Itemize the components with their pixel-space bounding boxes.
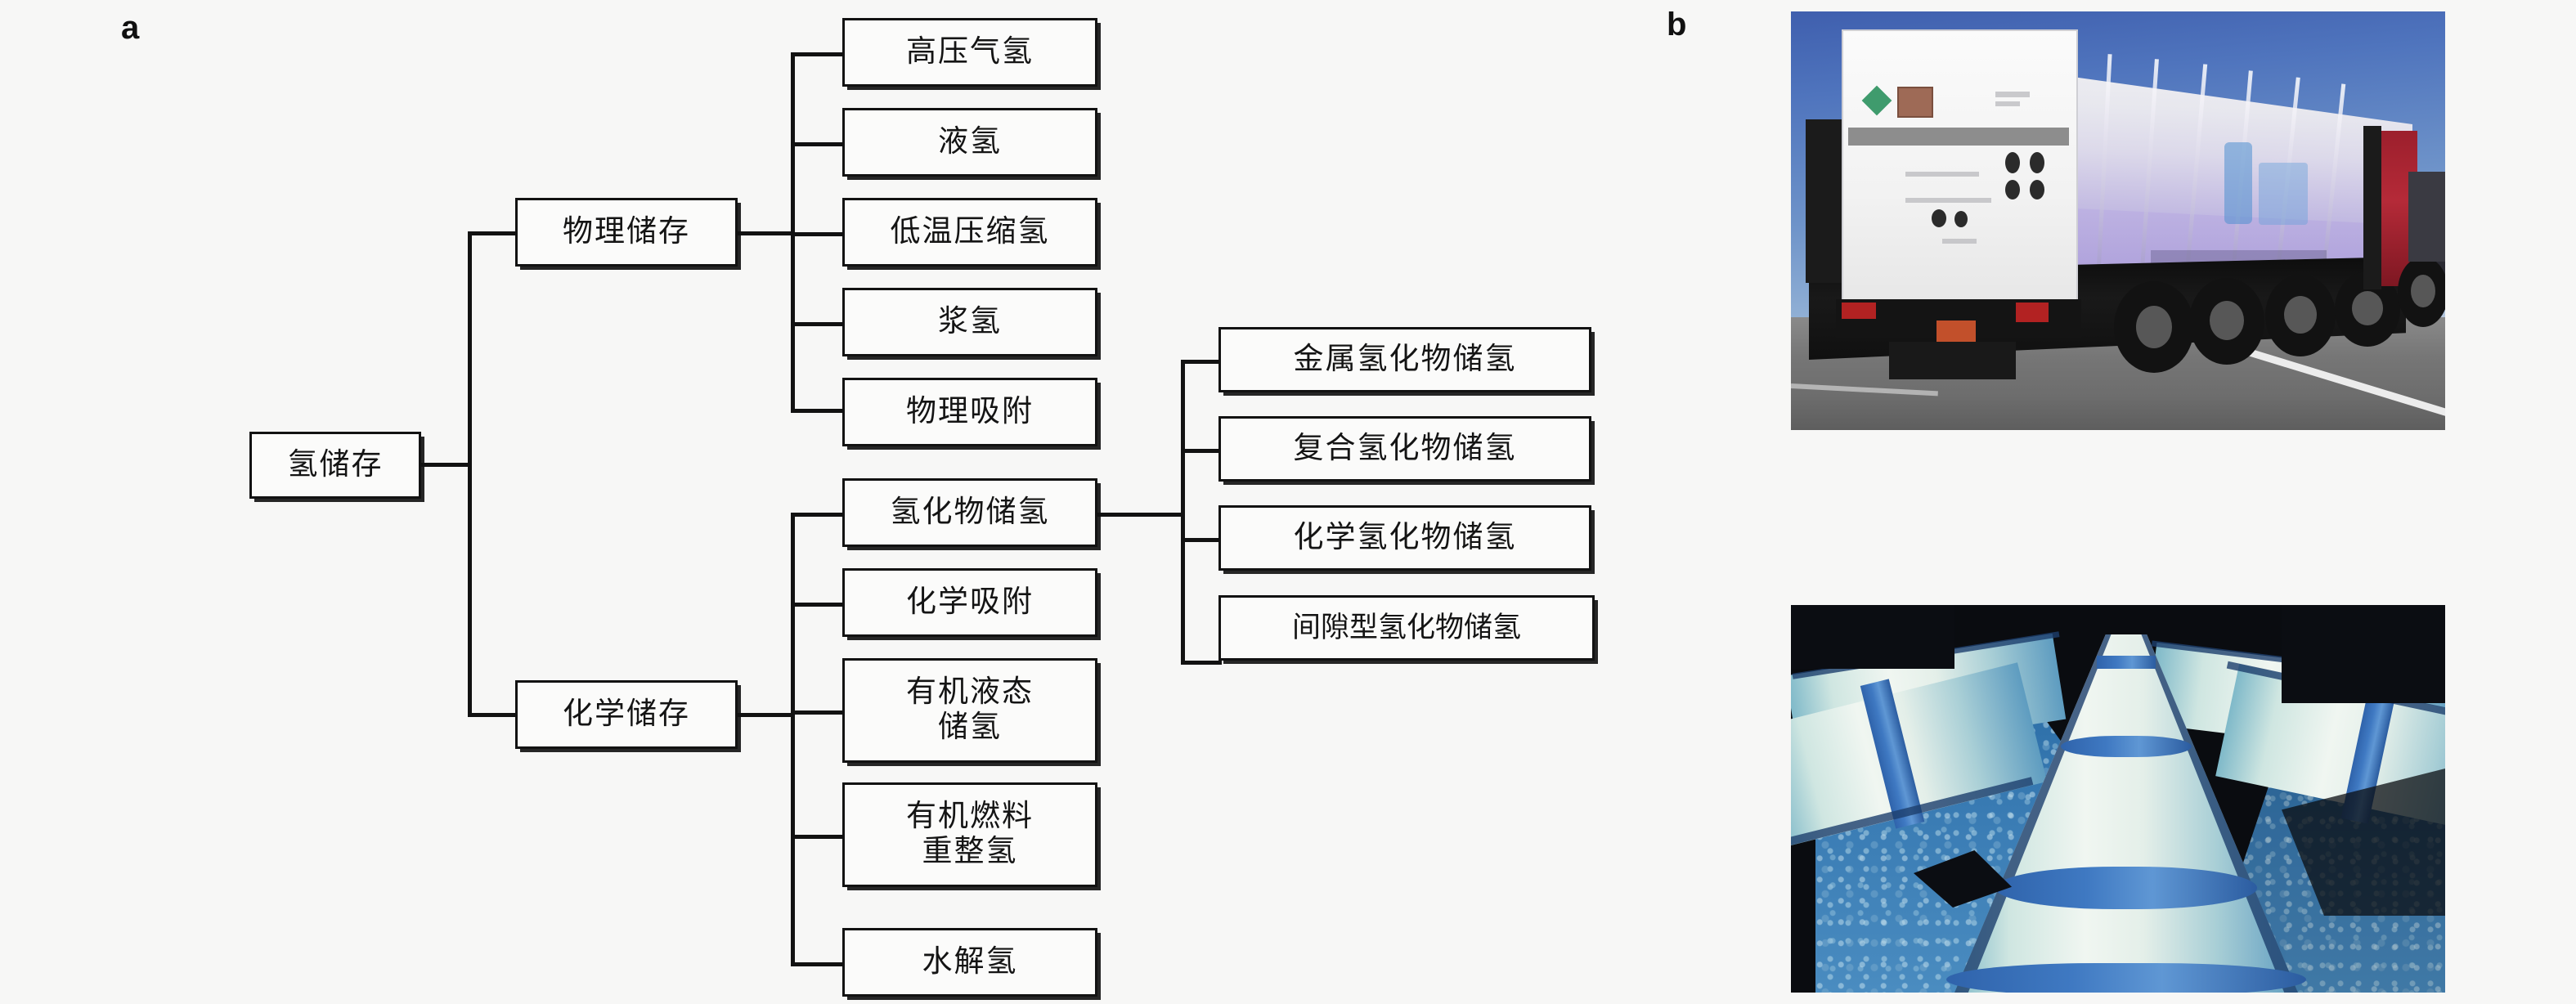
tank-valve-icon xyxy=(2030,152,2044,173)
tank-logo-mark-2 xyxy=(2259,163,2308,225)
tank-logo-mark xyxy=(2224,142,2252,224)
tree-node-high-pressure-gas-hydrogen[interactable]: 高压气氢 xyxy=(842,18,1097,87)
tree-node-complex-hydride-storage-label: 复合氢化物储氢 xyxy=(1293,432,1517,466)
tree-node-hydride-storage-label: 氢化物储氢 xyxy=(890,495,1050,530)
connector-physical-child-1 xyxy=(791,52,845,56)
connector-hydride-child-3 xyxy=(1181,538,1222,542)
connector-hydride-bus xyxy=(1181,361,1185,664)
tree-node-interstitial-hydride-storage[interactable]: 间隙型氢化物储氢 xyxy=(1218,595,1595,661)
connector-hydride-child-2 xyxy=(1181,449,1222,453)
connector-physical-child-2 xyxy=(791,142,845,146)
tree-node-cryo-compressed-hydrogen-label: 低温压缩氢 xyxy=(890,215,1050,249)
connector-physical-child-4 xyxy=(791,322,845,326)
pipeline-center-band-near xyxy=(1995,867,2257,909)
connector-root-bus xyxy=(468,233,472,715)
pipeline-center-band-far xyxy=(2097,656,2156,669)
orange-hazard-placard-icon xyxy=(1897,87,1933,118)
tree-node-physical-storage-label: 物理储存 xyxy=(563,215,690,249)
tree-node-interstitial-hydride-storage-label: 间隙型氢化物储氢 xyxy=(1291,612,1521,644)
tank-valve-icon xyxy=(2005,180,2020,199)
truck-cab-roof xyxy=(2408,172,2445,262)
connector-hydride-child-1 xyxy=(1181,360,1222,364)
rear-frame-left xyxy=(1806,119,1842,283)
rear-reflective-strip xyxy=(1848,128,2069,146)
tree-node-physical-adsorption[interactable]: 物理吸附 xyxy=(842,378,1097,446)
connector-hydride-stub xyxy=(1097,513,1183,517)
hydrogen-tube-trailer-truck-photo xyxy=(1791,11,2445,430)
connector-physical-child-3 xyxy=(791,232,845,236)
connector-to-physical xyxy=(468,231,517,235)
tail-light xyxy=(1842,303,1876,319)
mud-flap xyxy=(1889,342,2016,379)
connector-chemical-child-1 xyxy=(791,513,845,517)
tree-node-chemical-hydride-storage[interactable]: 化学氢化物储氢 xyxy=(1218,505,1591,571)
tree-node-metal-hydride-storage-label: 金属氢化物储氢 xyxy=(1293,343,1517,377)
tank-valve-icon xyxy=(2005,152,2020,173)
pipeline-trench-shadow-right xyxy=(2282,605,2445,703)
connector-chemical-child-2 xyxy=(791,603,845,607)
panel-label-b: b xyxy=(1667,7,1687,43)
tree-node-root[interactable]: 氢储存 xyxy=(249,432,421,499)
tank-valve-icon xyxy=(1932,209,1946,227)
tree-node-liquid-hydrogen-label: 液氢 xyxy=(938,125,1002,159)
wheel-hub xyxy=(2284,296,2317,334)
tree-node-organic-liquid-hydrogen-storage[interactable]: 有机液态 储氢 xyxy=(842,658,1097,763)
tree-node-chemical-adsorption-label: 化学吸附 xyxy=(906,585,1034,620)
tree-node-organic-fuel-reforming-hydrogen-label-line1: 有机燃料 xyxy=(906,800,1034,834)
rear-label-text xyxy=(1905,198,1991,203)
tree-node-liquid-hydrogen[interactable]: 液氢 xyxy=(842,108,1097,177)
connector-root-stub xyxy=(421,463,470,467)
tree-node-slush-hydrogen-label: 浆氢 xyxy=(938,305,1002,339)
tree-node-chemical-storage-label: 化学储存 xyxy=(563,697,690,732)
tree-node-organic-liquid-hydrogen-storage-label-line1: 有机液态 xyxy=(906,675,1034,710)
truck-cab-shadow xyxy=(2363,126,2381,289)
wheel-hub xyxy=(2136,306,2172,348)
rear-label-text xyxy=(1995,101,2020,106)
connector-chemical-child-3 xyxy=(791,710,845,715)
connector-chemical-bus xyxy=(791,514,795,965)
connector-chemical-child-5 xyxy=(791,962,845,966)
tank-valve-icon xyxy=(1954,211,1968,227)
tree-node-chemical-storage[interactable]: 化学储存 xyxy=(515,680,738,749)
tree-node-organic-fuel-reforming-hydrogen-label-line2: 重整氢 xyxy=(922,835,1018,868)
rear-label-text xyxy=(1942,239,1977,244)
tree-node-cryo-compressed-hydrogen[interactable]: 低温压缩氢 xyxy=(842,198,1097,267)
tree-node-hydrolysis-hydrogen-label: 水解氢 xyxy=(922,945,1018,979)
tree-node-organic-fuel-reforming-hydrogen[interactable]: 有机燃料 重整氢 xyxy=(842,782,1097,887)
tree-node-physical-storage[interactable]: 物理储存 xyxy=(515,198,738,267)
tree-node-slush-hydrogen[interactable]: 浆氢 xyxy=(842,288,1097,356)
connector-physical-child-5 xyxy=(791,409,845,413)
tree-node-high-pressure-gas-hydrogen-label: 高压气氢 xyxy=(906,35,1034,69)
hydrogen-pipeline-photo xyxy=(1791,605,2445,993)
tree-node-chemical-adsorption[interactable]: 化学吸附 xyxy=(842,568,1097,637)
rear-label-text xyxy=(1905,172,1979,177)
pipeline-center-band-foreground xyxy=(1946,963,2306,993)
connector-chemical-stub xyxy=(738,713,793,717)
tree-node-metal-hydride-storage[interactable]: 金属氢化物储氢 xyxy=(1218,327,1591,392)
pipeline-trench-shadow-left xyxy=(1791,605,1954,669)
wheel-hub xyxy=(2411,275,2435,307)
tree-node-complex-hydride-storage[interactable]: 复合氢化物储氢 xyxy=(1218,416,1591,482)
tree-node-root-label: 氢储存 xyxy=(287,448,384,482)
tree-node-chemical-hydride-storage-label: 化学氢化物储氢 xyxy=(1293,521,1517,555)
connector-hydride-child-4 xyxy=(1181,661,1222,665)
connector-to-chemical xyxy=(468,713,517,717)
wheel-hub xyxy=(2210,301,2244,340)
tank-valve-icon xyxy=(2030,180,2044,199)
connector-physical-stub xyxy=(738,231,793,235)
pipeline-center-band-mid xyxy=(2061,736,2192,757)
tree-node-organic-liquid-hydrogen-storage-label-line2: 储氢 xyxy=(938,710,1002,744)
tree-node-hydride-storage[interactable]: 氢化物储氢 xyxy=(842,478,1097,547)
tail-light xyxy=(2016,303,2049,322)
rear-label-text xyxy=(1995,92,2030,97)
connector-chemical-child-4 xyxy=(791,835,845,839)
tree-node-hydrolysis-hydrogen[interactable]: 水解氢 xyxy=(842,928,1097,997)
tree-node-physical-adsorption-label: 物理吸附 xyxy=(906,395,1034,429)
wheel-hub xyxy=(2352,291,2383,325)
panel-label-a: a xyxy=(121,10,140,46)
